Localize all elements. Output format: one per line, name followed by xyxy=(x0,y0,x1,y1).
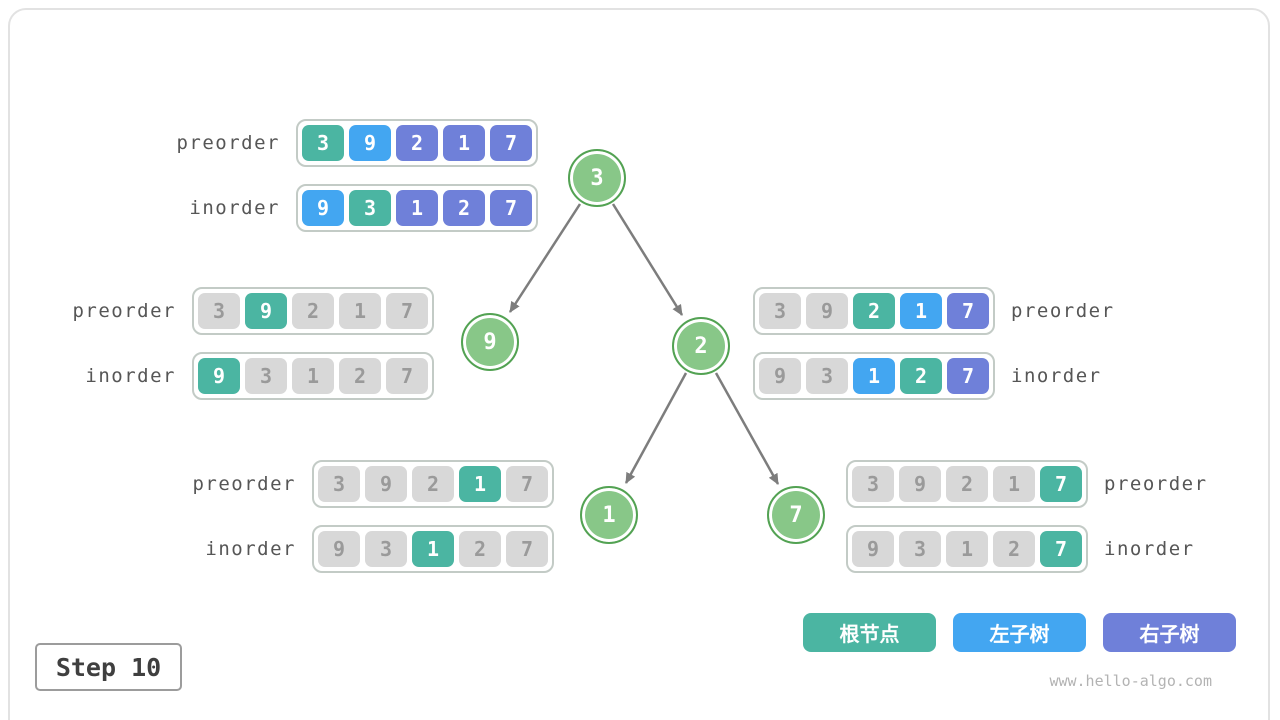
array-cell: 9 xyxy=(198,358,240,394)
array-cell: 2 xyxy=(946,466,988,502)
array-cell: 3 xyxy=(899,531,941,567)
array-cell: 7 xyxy=(947,293,989,329)
array-cell: 1 xyxy=(396,190,438,226)
array-cell: 1 xyxy=(853,358,895,394)
row-label-preorder: preorder xyxy=(1011,300,1115,322)
array-cell: 2 xyxy=(412,466,454,502)
array-cell: 3 xyxy=(806,358,848,394)
array-cell: 3 xyxy=(759,293,801,329)
array-cell: 1 xyxy=(339,293,381,329)
legend-right-subtree: 右子树 xyxy=(1103,613,1236,652)
array-cell: 7 xyxy=(506,531,548,567)
array-cell: 1 xyxy=(292,358,334,394)
tree-node-1: 1 xyxy=(580,486,638,544)
array-cell: 9 xyxy=(365,466,407,502)
array-cell: 2 xyxy=(339,358,381,394)
array-cell: 3 xyxy=(349,190,391,226)
array-cell: 9 xyxy=(318,531,360,567)
array-cell: 2 xyxy=(443,190,485,226)
array-cell: 9 xyxy=(349,125,391,161)
array-cell: 7 xyxy=(947,358,989,394)
row-label-preorder: preorder xyxy=(72,300,176,322)
array-cell: 3 xyxy=(198,293,240,329)
array-cell: 3 xyxy=(318,466,360,502)
array-cell: 2 xyxy=(853,293,895,329)
step-indicator: Step 10 xyxy=(35,643,182,691)
tree-node-2: 2 xyxy=(672,317,730,375)
array-cell: 9 xyxy=(806,293,848,329)
array-cell: 9 xyxy=(852,531,894,567)
row-label-inorder: inorder xyxy=(189,197,280,219)
tree-node-3: 3 xyxy=(568,149,626,207)
array-cell: 3 xyxy=(852,466,894,502)
row-label-inorder: inorder xyxy=(85,365,176,387)
array-cell: 3 xyxy=(302,125,344,161)
array-cell: 1 xyxy=(993,466,1035,502)
array-cell: 7 xyxy=(386,358,428,394)
row-label-preorder: preorder xyxy=(1104,473,1208,495)
array-cell: 7 xyxy=(386,293,428,329)
array-cell: 1 xyxy=(412,531,454,567)
array-cell: 7 xyxy=(1040,466,1082,502)
array-cell: 2 xyxy=(993,531,1035,567)
watermark: www.hello-algo.com xyxy=(1049,672,1212,690)
legend-left-subtree: 左子树 xyxy=(953,613,1086,652)
tree-node-9: 9 xyxy=(461,313,519,371)
array-cell: 9 xyxy=(302,190,344,226)
array-cell: 1 xyxy=(900,293,942,329)
legend: 根节点 左子树 右子树 xyxy=(803,613,1236,652)
array-cell: 9 xyxy=(899,466,941,502)
legend-root-node: 根节点 xyxy=(803,613,936,652)
array-cell: 1 xyxy=(946,531,988,567)
array-cell: 3 xyxy=(365,531,407,567)
array-cell: 2 xyxy=(900,358,942,394)
array-cell: 2 xyxy=(459,531,501,567)
array-cell: 1 xyxy=(459,466,501,502)
array-cell: 3 xyxy=(245,358,287,394)
array-cell: 2 xyxy=(292,293,334,329)
row-label-inorder: inorder xyxy=(1011,365,1102,387)
row-label-preorder: preorder xyxy=(192,473,296,495)
row-label-inorder: inorder xyxy=(1104,538,1195,560)
array-cell: 9 xyxy=(245,293,287,329)
array-cell: 2 xyxy=(396,125,438,161)
array-cell: 7 xyxy=(1040,531,1082,567)
array-cell: 7 xyxy=(506,466,548,502)
tree-node-7: 7 xyxy=(767,486,825,544)
row-label-preorder: preorder xyxy=(176,132,280,154)
array-cell: 7 xyxy=(490,190,532,226)
array-cell: 1 xyxy=(443,125,485,161)
array-cell: 7 xyxy=(490,125,532,161)
row-label-inorder: inorder xyxy=(205,538,296,560)
array-cell: 9 xyxy=(759,358,801,394)
